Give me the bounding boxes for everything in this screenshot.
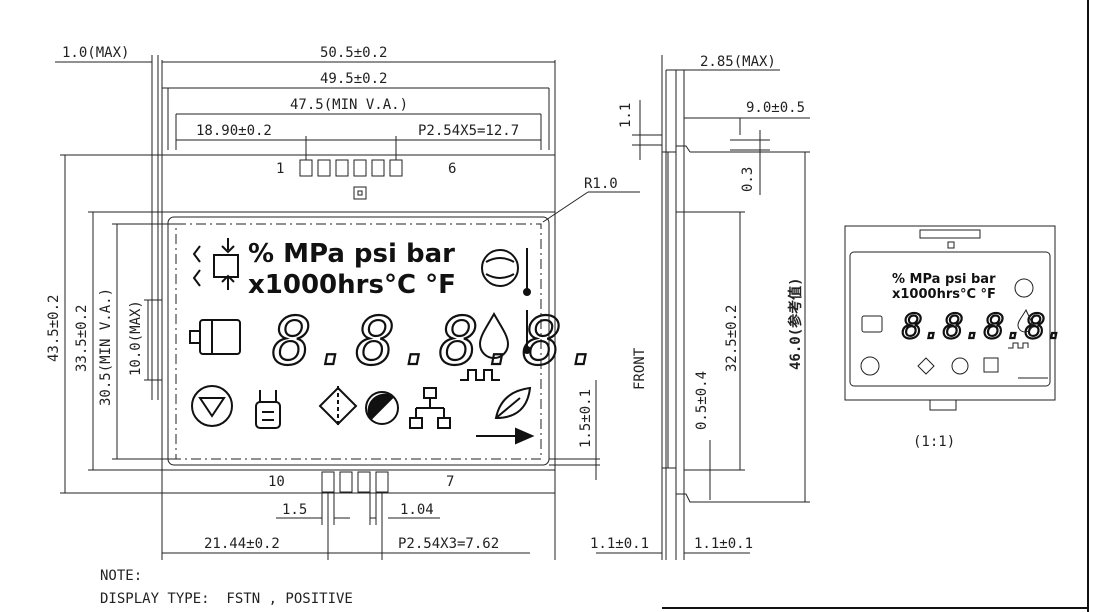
dim-bottom-pitch: P2.54X3=7.62 <box>398 536 499 552</box>
note-title: NOTE: <box>100 568 142 584</box>
dim-side-32-5: 32.5±0.2 <box>724 305 740 372</box>
thumb-digits: 8.8.8.8. <box>902 307 1066 347</box>
pin-label-10: 10 <box>268 474 285 490</box>
dim-foot-right: 1.1±0.1 <box>694 536 753 552</box>
dim-radius: R1.0 <box>584 176 618 192</box>
dim-height-outer: 43.5±0.2 <box>46 295 62 362</box>
dim-height-inner: 33.5±0.2 <box>74 305 90 372</box>
dial-icon <box>365 391 399 425</box>
front-dimensions <box>55 55 640 560</box>
dim-side-1-1: 1.1 <box>618 103 634 128</box>
service-icon <box>255 390 281 429</box>
scale-thumbnail: % MPa psi bar x1000hrs°C °F 8.8.8.8. <box>844 225 1067 411</box>
thumb-units-line1: % MPa psi bar <box>892 272 996 287</box>
dim-side-0-5: 0.5±0.4 <box>694 371 710 430</box>
lcd-units-line1: % MPa psi bar <box>248 239 455 269</box>
pin-label-6: 6 <box>448 161 456 177</box>
dim-pin-width: 1.5 <box>282 502 307 518</box>
dim-side-depth: 9.0±0.5 <box>746 100 805 116</box>
valve-icon <box>192 238 239 290</box>
dim-right-1-5: 1.5±0.1 <box>578 389 594 448</box>
dim-max-10: 10.0(MAX) <box>128 300 144 376</box>
compressor-icon <box>481 249 519 287</box>
dim-width-inner: 49.5±0.2 <box>320 71 387 87</box>
leaf-icon <box>494 386 532 420</box>
lcd-digits: 8.8.8.8. <box>272 303 606 380</box>
dim-va-height: 30.5(MIN V.A.) <box>98 288 114 406</box>
top-pins <box>299 159 403 200</box>
pin-label-7: 7 <box>446 474 454 490</box>
thermometer-icon <box>523 248 531 354</box>
pin-label-1: 1 <box>276 161 284 177</box>
thumb-units-line2: x1000hrs°C °F <box>892 287 996 302</box>
network-icon <box>409 387 451 429</box>
dim-width-outer: 50.5±0.2 <box>320 45 387 61</box>
arrow-icon <box>476 427 535 445</box>
front-view: 1 6 10 7 % MPa psi bar x1000hrs°C °F 8.8… <box>161 154 606 494</box>
dim-bottom-offset: 21.44±0.2 <box>204 536 280 552</box>
pulse-icon <box>460 369 500 381</box>
dim-side-46: 46.0(参考值) <box>787 277 804 370</box>
scale-label: (1:1) <box>913 434 955 450</box>
bezel-outline <box>167 216 550 466</box>
dim-max-1: 1.0(MAX) <box>62 45 129 61</box>
front-label: FRONT <box>632 347 648 390</box>
dim-pin-gap: 1.04 <box>400 502 434 518</box>
stop-icon <box>191 385 233 427</box>
outer-outline <box>161 154 556 494</box>
filter-icon <box>318 386 358 426</box>
dim-foot-left: 1.1±0.1 <box>590 536 649 552</box>
motor-icon <box>189 319 241 355</box>
dim-pin1-offset: 18.90±0.2 <box>196 123 272 139</box>
dim-top-pitch: P2.54X5=12.7 <box>418 123 519 139</box>
lcd-units-line2: x1000hrs°C °F <box>248 270 456 300</box>
bottom-pins <box>321 471 389 493</box>
view-area <box>175 223 542 460</box>
dim-va-width: 47.5(MIN V.A.) <box>290 97 408 113</box>
side-view <box>596 55 810 560</box>
dim-side-max: 2.85(MAX) <box>700 54 776 70</box>
dim-side-0-3: 0.3 <box>740 167 756 192</box>
drop-icon <box>478 311 510 359</box>
note-display-type: DISPLAY TYPE: FSTN , POSITIVE <box>100 591 353 607</box>
